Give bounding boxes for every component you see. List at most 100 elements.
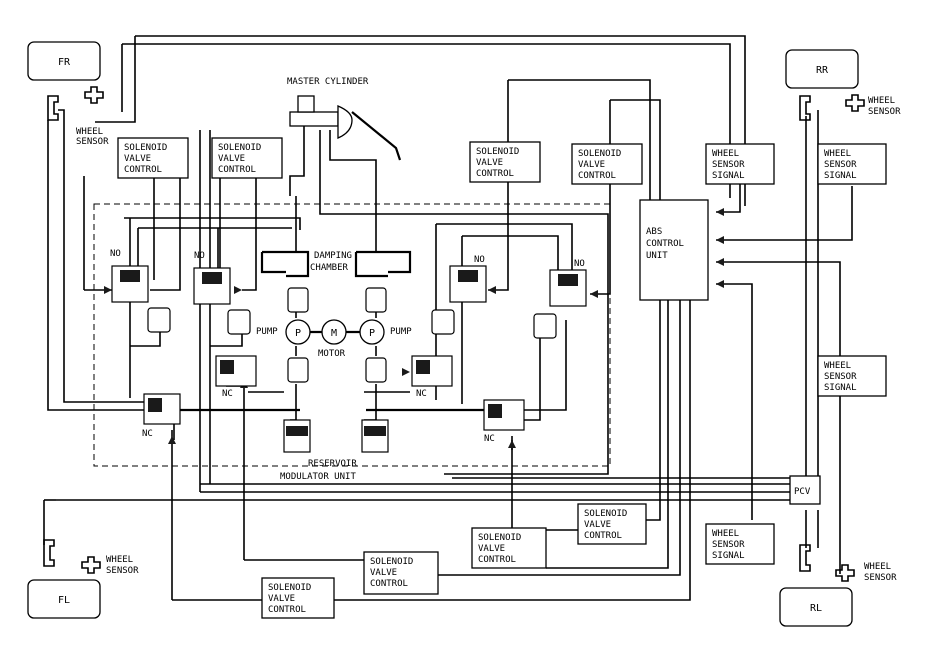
no-valve-2: NO <box>193 251 231 305</box>
corner-rr-label: RR <box>816 65 829 76</box>
wss-box-2: WHEEL SENSOR SIGNAL <box>817 143 887 185</box>
svc-box-2: SOLENOID VALVE CONTROL <box>211 137 283 179</box>
svc-box-8: SOLENOID VALVE CONTROL <box>261 577 335 619</box>
svg-text:NO: NO <box>110 249 121 259</box>
svg-text:VALVE: VALVE <box>268 594 295 604</box>
brake-caliper-fl-icon <box>43 539 55 567</box>
svc-box-3: SOLENOID VALVE CONTROL <box>469 141 541 183</box>
svg-text:NC: NC <box>416 389 427 399</box>
corner-rl: RL <box>779 587 853 627</box>
svg-text:VALVE: VALVE <box>584 520 611 530</box>
svg-text:VALVE: VALVE <box>478 544 505 554</box>
svg-text:CONTROL: CONTROL <box>124 165 162 175</box>
svg-text:SENSOR: SENSOR <box>868 107 901 117</box>
wheel-sensor-fr-icon <box>84 86 104 104</box>
wss-box-4: WHEEL SENSOR SIGNAL <box>705 523 775 565</box>
svg-text:SENSOR: SENSOR <box>106 566 139 576</box>
corner-fr: FR <box>27 41 101 81</box>
svg-text:VALVE: VALVE <box>578 160 605 170</box>
svc-box-1: SOLENOID VALVE CONTROL <box>117 137 189 179</box>
reservoir-label: RESERVOIR <box>308 459 357 469</box>
svg-text:SIGNAL: SIGNAL <box>824 171 857 181</box>
svg-text:SIGNAL: SIGNAL <box>712 551 745 561</box>
svg-text:CONTROL: CONTROL <box>584 531 622 541</box>
brake-caliper-rl-icon <box>799 544 811 572</box>
wheel-sensor-rr-label: WHEEL SENSOR <box>868 96 901 117</box>
modulator-boundary <box>93 203 611 467</box>
pump-left-label: PUMP <box>256 327 278 337</box>
svg-text:SOLENOID: SOLENOID <box>124 143 167 153</box>
svc-box-4: SOLENOID VALVE CONTROL <box>571 143 643 185</box>
corner-fl-label: FL <box>58 595 70 606</box>
nc-valve-4: NC <box>483 399 525 444</box>
svg-text:VALVE: VALVE <box>218 154 245 164</box>
wheel-sensor-rl-icon <box>835 564 855 582</box>
svg-text:NC: NC <box>142 429 153 439</box>
svg-text:CONTROL: CONTROL <box>218 165 256 175</box>
wheel-sensor-rr-icon <box>845 94 865 112</box>
wheel-sensor-fr-label: WHEEL SENSOR <box>76 127 109 147</box>
svg-text:SIGNAL: SIGNAL <box>824 383 857 393</box>
svg-text:SENSOR: SENSOR <box>712 540 745 550</box>
svg-text:WHEEL: WHEEL <box>106 555 133 565</box>
brake-caliper-rr-icon <box>799 95 811 121</box>
abs-control-unit: ABS CONTROL UNIT <box>639 199 709 301</box>
master-cylinder-label: MASTER CYLINDER <box>287 77 369 87</box>
wiring <box>43 35 853 601</box>
pump-right-symbol: P <box>369 328 375 339</box>
svg-text:VALVE: VALVE <box>370 568 397 578</box>
svg-text:CONTROL: CONTROL <box>370 579 408 589</box>
svg-text:NO: NO <box>194 251 205 261</box>
svg-text:CONTROL: CONTROL <box>646 239 684 249</box>
svg-text:CONTROL: CONTROL <box>578 171 616 181</box>
svg-text:ABS: ABS <box>646 227 662 237</box>
svg-text:SENSOR: SENSOR <box>824 372 857 382</box>
svg-text:SENSOR: SENSOR <box>824 160 857 170</box>
svg-text:SENSOR: SENSOR <box>864 573 897 583</box>
svg-text:SOLENOID: SOLENOID <box>218 143 261 153</box>
damping-chamber-label-1: DAMPING <box>314 251 352 261</box>
pump-left-symbol: P <box>295 328 301 339</box>
svg-text:SIGNAL: SIGNAL <box>712 171 745 181</box>
svg-text:WHEEL: WHEEL <box>868 96 895 106</box>
modulator-unit-label: MODULATOR UNIT <box>280 472 356 482</box>
svg-text:SOLENOID: SOLENOID <box>584 509 627 519</box>
wss-box-1: WHEEL SENSOR SIGNAL <box>705 143 775 185</box>
svg-text:SOLENOID: SOLENOID <box>478 533 521 543</box>
svg-text:WHEEL: WHEEL <box>864 562 891 572</box>
corner-fl: FL <box>27 579 101 619</box>
svg-text:SOLENOID: SOLENOID <box>476 147 519 157</box>
corner-fr-label: FR <box>58 57 71 68</box>
wheel-sensor-rl-label: WHEEL SENSOR <box>864 562 897 583</box>
svg-text:UNIT: UNIT <box>646 251 668 261</box>
reservoirs: RESERVOIR MODULATOR UNIT <box>280 419 389 482</box>
wheel-sensor-fl-icon <box>81 556 101 574</box>
svg-text:WHEEL: WHEEL <box>824 149 851 159</box>
svg-text:VALVE: VALVE <box>476 158 503 168</box>
svg-text:NC: NC <box>222 389 233 399</box>
nc-valve-3: NC <box>411 355 453 399</box>
svg-text:WHEEL: WHEEL <box>712 149 739 159</box>
pump-left: P PUMP <box>256 319 311 345</box>
svg-text:WHEEL: WHEEL <box>76 127 103 137</box>
svg-text:CONTROL: CONTROL <box>476 169 514 179</box>
svg-text:WHEEL: WHEEL <box>824 361 851 371</box>
motor-label: MOTOR <box>318 349 346 359</box>
svg-text:CONTROL: CONTROL <box>268 605 306 615</box>
svc-box-7: SOLENOID VALVE CONTROL <box>363 551 439 595</box>
no-valve-1: NO <box>110 249 149 303</box>
corner-rr: RR <box>785 49 859 89</box>
no-valve-3: NO <box>449 255 487 303</box>
svg-text:VALVE: VALVE <box>124 154 151 164</box>
check-valves <box>147 287 557 383</box>
svg-text:NC: NC <box>484 434 495 444</box>
svg-text:SENSOR: SENSOR <box>712 160 745 170</box>
svg-text:SOLENOID: SOLENOID <box>370 557 413 567</box>
svg-text:NO: NO <box>574 259 585 269</box>
svg-text:CONTROL: CONTROL <box>478 555 516 565</box>
motor: M MOTOR <box>318 319 347 359</box>
motor-symbol: M <box>331 328 337 339</box>
wheel-sensor-fl-label: WHEEL SENSOR <box>106 555 139 576</box>
corner-rl-label: RL <box>810 603 822 614</box>
